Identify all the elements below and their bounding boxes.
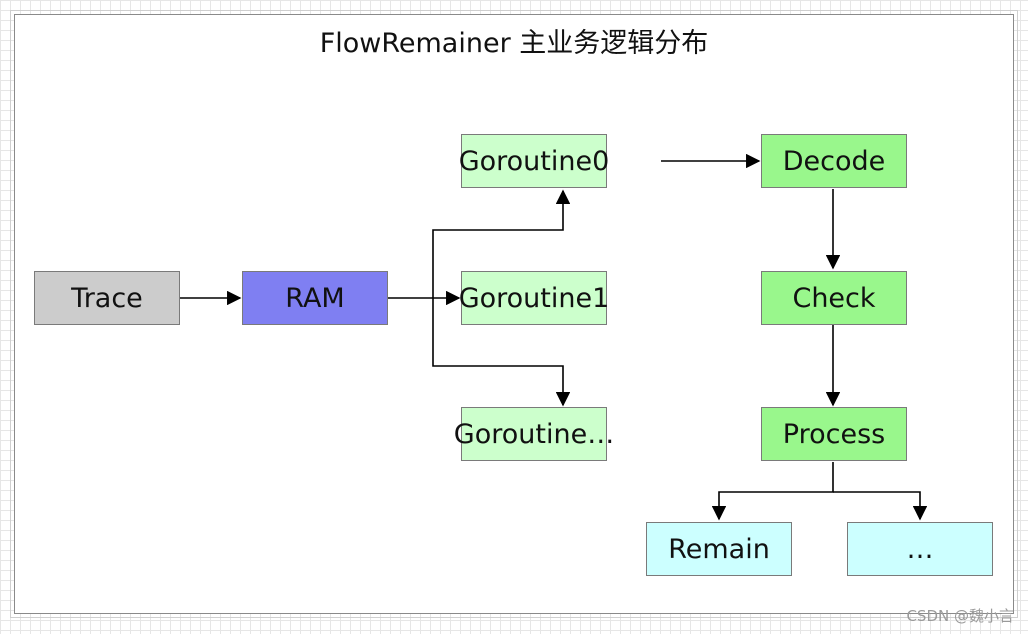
node-decode-label: Decode [782, 145, 886, 177]
arrow-process-to-remain [711, 462, 834, 521]
diagram-title: FlowRemainer 主业务逻辑分布 [319, 28, 709, 59]
node-goroutine1-label: Goroutine1 [458, 282, 610, 314]
node-process: Process [761, 407, 907, 461]
node-check-label: Check [792, 282, 876, 314]
node-goroutine0: Goroutine0 [458, 134, 610, 188]
node-more: … [847, 522, 993, 576]
node-goroutine-more-label: Goroutine… [453, 418, 615, 450]
node-trace: Trace [34, 271, 180, 325]
node-check: Check [761, 271, 907, 325]
arrow-ram-to-goroutine0 [432, 189, 571, 298]
node-trace-label: Trace [71, 282, 143, 314]
node-ram-label: RAM [285, 282, 345, 314]
node-ram: RAM [242, 271, 388, 325]
node-goroutine-more: Goroutine… [454, 407, 614, 461]
node-more-label: … [906, 533, 934, 565]
node-goroutine1: Goroutine1 [458, 271, 610, 325]
watermark: CSDN @魏小言 [906, 607, 1014, 625]
arrow-process-to-more [833, 491, 928, 521]
node-goroutine0-label: Goroutine0 [458, 145, 610, 177]
node-remain-label: Remain [668, 533, 770, 565]
node-remain: Remain [646, 522, 792, 576]
arrow-ram-to-goroutine-more [432, 298, 571, 407]
node-process-label: Process [782, 418, 886, 450]
node-decode: Decode [761, 134, 907, 188]
